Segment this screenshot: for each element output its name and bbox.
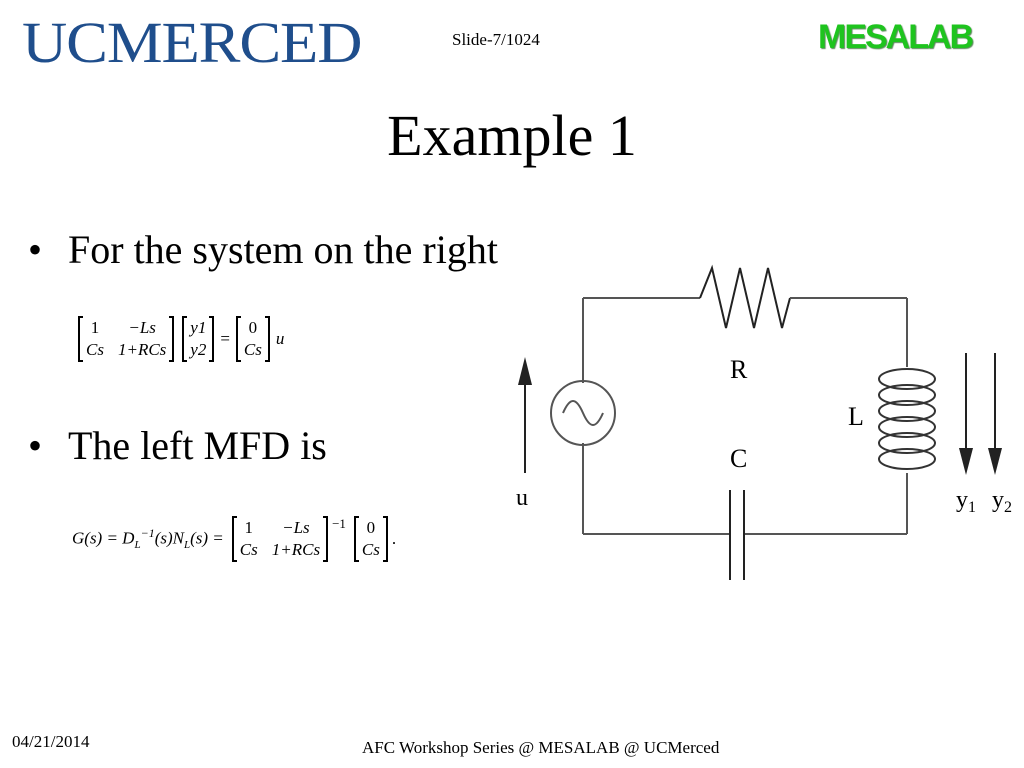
rlc-circuit-diagram: R L C u y1 y2 (516, 264, 1012, 580)
matrix-cell: 1 (244, 518, 254, 537)
lhs-superscript: −1 (140, 526, 155, 541)
bullet-item: • The left MFD is (28, 422, 327, 470)
slide-number: Slide-7/1024 (452, 30, 540, 49)
bullet-dot-icon: • (28, 227, 43, 272)
matrix-cell: −Ls (128, 318, 156, 337)
lhs-subscript: L (183, 539, 191, 552)
lhs-part: (s) = (190, 529, 224, 549)
inverse-superscript: −1 (332, 516, 346, 531)
matrix-cell: y1 (190, 318, 207, 337)
matrix-cell: 0 (248, 318, 258, 337)
resistor-label: R (730, 355, 748, 384)
lhs-part: G(s) = D (72, 529, 135, 549)
slide-title: Example 1 (387, 103, 637, 168)
lhs-subscript: L (134, 539, 141, 552)
matrix-cell: 1+RCs (117, 340, 167, 359)
matrix-cell: −Ls (282, 518, 310, 537)
capacitor-label: C (730, 444, 747, 473)
inductor-icon (878, 368, 936, 470)
matrix-cell: Cs (239, 540, 258, 559)
system-equation: 1 −Ls Cs 1+RCs y1 y2 = 0 Cs u (78, 316, 284, 362)
bullet-text: The left MFD is (68, 423, 327, 468)
bullet-dot-icon: • (28, 423, 43, 468)
input-arrow-icon (518, 357, 532, 473)
footer-text: AFC Workshop Series @ MESALAB @ UCMerced (362, 738, 720, 757)
matrix-cell: Cs (243, 340, 262, 359)
matrix-cell: 1 (90, 318, 100, 337)
mfd-lhs: G(s) = DL−1(s)NL(s) = (72, 526, 224, 551)
output-arrow-icon (988, 353, 1002, 475)
input-symbol: u (275, 329, 285, 348)
input-vector: 0 Cs (353, 516, 388, 562)
output-arrow-icon (959, 353, 973, 475)
bullet-item: • For the system on the right (28, 226, 498, 274)
mesalab-logo: MESALAB (818, 18, 974, 56)
matrix-cell: Cs (361, 540, 380, 559)
output-vector: y1 y2 (182, 316, 215, 362)
matrix-cell: Cs (86, 340, 104, 359)
coefficient-matrix: 1 −Ls Cs 1+RCs (78, 316, 175, 362)
sine-wave-icon (562, 400, 604, 426)
input-vector: 0 Cs (235, 316, 270, 362)
matrix-cell: 1+RCs (271, 540, 321, 559)
matrix-cell: y2 (190, 340, 207, 359)
inductor-label: L (848, 402, 864, 431)
footer-date: 04/21/2014 (12, 732, 90, 751)
resistor-icon (699, 264, 791, 329)
capacitor-icon (729, 490, 745, 580)
output2-label: y2 (992, 487, 1012, 516)
input-label: u (516, 485, 528, 511)
equals-sign: = (220, 329, 230, 348)
period: . (391, 529, 397, 548)
ac-source-icon (550, 380, 616, 446)
output1-label: y1 (956, 487, 976, 516)
mfd-equation: G(s) = DL−1(s)NL(s) = 1 −Ls Cs 1+RCs −1 … (72, 516, 396, 562)
matrix-cell: 0 (366, 518, 376, 537)
lhs-part: (s)N (154, 529, 184, 549)
bullet-text: For the system on the right (68, 227, 498, 272)
coefficient-matrix: 1 −Ls Cs 1+RCs (231, 516, 329, 562)
ucmerced-logo: UCMERCED (22, 10, 362, 75)
